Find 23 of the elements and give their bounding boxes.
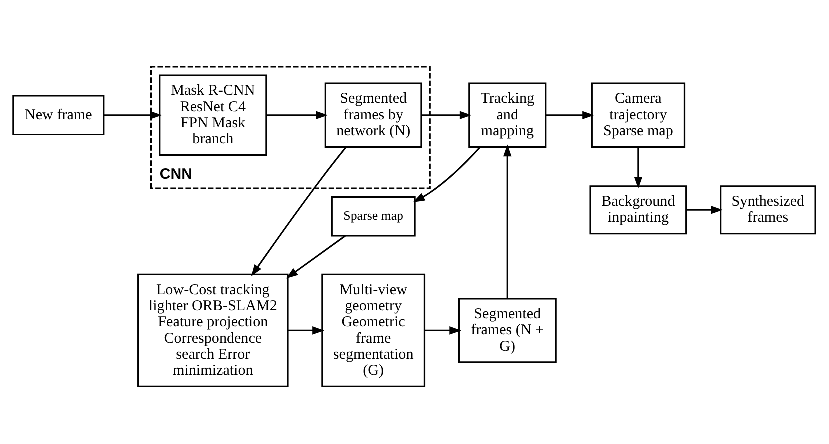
node-box: New frame: [12, 94, 105, 136]
node-box: Camera trajectory Sparse map: [591, 82, 686, 148]
node-box: Background inpainting: [590, 185, 688, 234]
arrow: [686, 205, 724, 214]
arrow: [266, 110, 328, 120]
arrow: [251, 146, 348, 276]
arrow: [288, 326, 324, 334]
node-box: Segmented frames (N + G): [458, 298, 557, 363]
node-box: Synthesized frames: [720, 185, 816, 234]
node-box: Multi-view geometry Geometric frame segmentation (G): [322, 273, 426, 387]
arrow: [104, 110, 162, 120]
arrow: [422, 110, 472, 120]
arrow: [286, 234, 346, 278]
arrow: [546, 110, 594, 120]
arrow: [634, 146, 643, 188]
node-box: Segmented frames by network (N): [324, 82, 422, 148]
node-box: Sparse map: [331, 196, 416, 236]
arrow: [424, 326, 462, 334]
node-box: Low-Cost tracking lighter ORB-SLAM2 Feature projection Correspondence search Error minimization: [138, 273, 289, 387]
arrow: [503, 144, 512, 298]
arrow: [413, 146, 481, 202]
node-box: Mask R-CNN ResNet C4 FPN Mask branch: [159, 74, 268, 156]
node-box: Tracking and mapping: [468, 82, 547, 148]
